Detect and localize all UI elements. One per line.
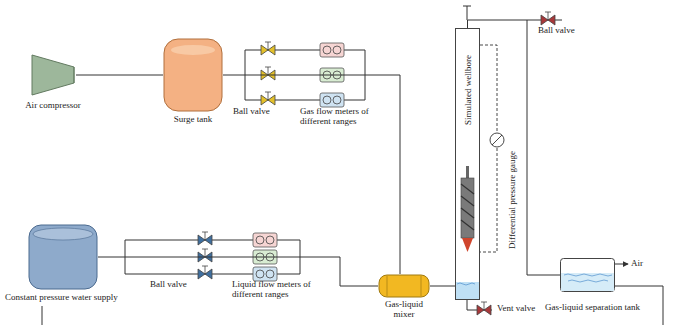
valve-label: Ball valve <box>233 106 270 116</box>
shape-outline <box>457 283 475 285</box>
gas-liquid-mixer: Gas-liquid mixer <box>378 274 430 298</box>
meter-label: Liquid flow meters of different ranges <box>232 279 332 299</box>
return-line <box>42 306 43 325</box>
gas-flow-meter <box>320 93 344 107</box>
meter-label: Gas flow meters of different ranges <box>300 106 386 126</box>
liquid-flow-meter <box>253 233 277 247</box>
shape-outline <box>561 273 614 291</box>
shape-outline <box>561 259 615 292</box>
pipe-connector <box>223 75 400 274</box>
liquid-ball-valve <box>198 249 212 262</box>
shape-outline <box>461 184 474 230</box>
pipe-connector <box>430 286 455 287</box>
shape-outline <box>387 276 388 296</box>
shape-outline <box>74 67 75 83</box>
gas-ball-valve <box>261 92 275 105</box>
liquid-ball-valve <box>198 232 212 245</box>
valve-label: Ball valve <box>150 279 187 289</box>
wellbore-column: Simulated wellbore <box>455 28 480 300</box>
shape-outline <box>456 282 479 299</box>
pressure-gauge-line <box>490 133 504 147</box>
shape-outline <box>33 228 93 240</box>
shape-outline <box>164 39 222 111</box>
component-name: Simulated wellbore <box>463 55 473 125</box>
shape-outline <box>163 38 223 112</box>
gas-ball-valve <box>261 42 275 55</box>
shape-outline <box>29 225 97 289</box>
shape-outline <box>379 275 429 297</box>
outlet-label: Air <box>631 258 643 268</box>
shape-outline <box>28 224 98 290</box>
shape-outline <box>456 29 480 300</box>
air-outlet-arrow <box>615 264 628 265</box>
shape-outline <box>171 45 215 55</box>
shape-outline <box>378 274 430 298</box>
pressure-gauge-line <box>480 45 504 252</box>
vent-line <box>467 300 492 315</box>
separation-tank: Gas-liquid separation tank <box>560 258 615 292</box>
shape-outline <box>421 276 422 296</box>
valve-label: Ball valve <box>538 25 575 35</box>
gauge-label: Differential pressure gauge <box>507 151 517 249</box>
wellbore-top-stem <box>463 6 471 20</box>
liquid-ball-valve <box>198 266 212 279</box>
component-name: Air compressor <box>25 100 81 110</box>
pressure-gauge-line <box>480 148 497 252</box>
water-supply-tank: Constant pressure water supply <box>28 224 98 290</box>
shape-outline <box>466 166 469 178</box>
component-name: Constant pressure water supply <box>5 292 118 302</box>
shape-outline <box>564 274 612 282</box>
surge-tank: Surge tank <box>163 38 223 112</box>
pipe-connector <box>468 20 561 275</box>
top-outlet-valve <box>527 12 562 25</box>
component-name: Gas-liquid mixer <box>379 299 429 319</box>
vent-line <box>477 302 491 315</box>
gas-ball-valve <box>261 42 275 105</box>
gas-ball-valve <box>261 67 275 80</box>
shape-outline <box>462 238 473 252</box>
liquid-ball-valve <box>198 232 212 279</box>
pressure-gauge-line <box>492 135 502 145</box>
component-name: Gas-liquid separation tank <box>545 302 640 312</box>
shape-outline <box>30 52 76 98</box>
wellbore-top-stem <box>463 6 471 7</box>
shape-outline <box>32 55 74 95</box>
compressor-icon: Air compressor <box>30 52 76 98</box>
top-outlet-valve <box>541 12 555 25</box>
gas-flow-meter <box>320 43 344 57</box>
valve-label: Vent valve <box>497 303 535 313</box>
shape-outline <box>461 178 474 238</box>
wellbore-top-stem <box>467 6 468 20</box>
air-outlet-arrow <box>615 264 628 265</box>
component-name: Surge tank <box>174 114 213 124</box>
liquid-flow-meter <box>253 267 277 281</box>
pipe-connector <box>76 75 163 76</box>
pressure-gauge-line <box>480 45 497 132</box>
shape-outline <box>560 258 615 292</box>
